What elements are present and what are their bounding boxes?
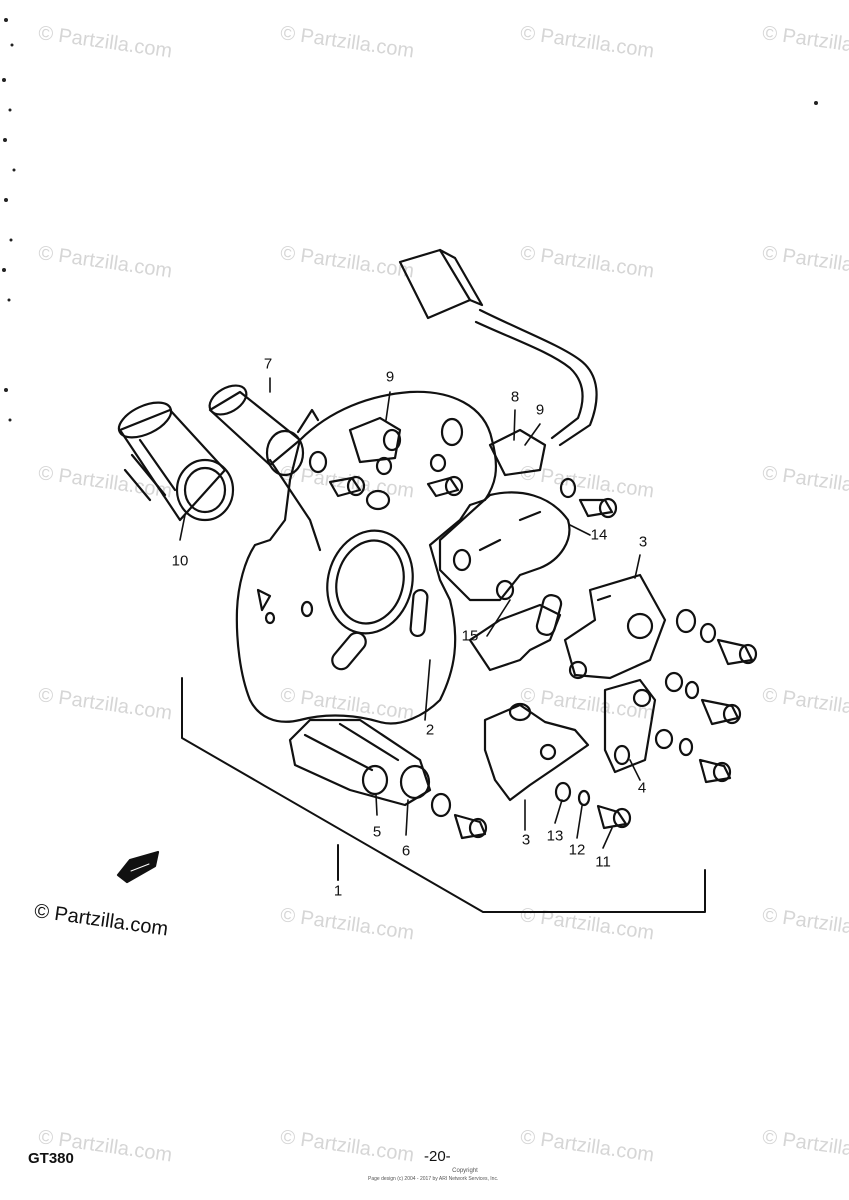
callout-3: 3 bbox=[638, 533, 648, 551]
callout-1: 1 bbox=[333, 882, 343, 900]
screws-right bbox=[554, 608, 758, 830]
stator-base-plate bbox=[235, 390, 498, 725]
contact-breaker-lower bbox=[483, 702, 590, 802]
copyright-line: Copyright bbox=[452, 1168, 478, 1174]
wire-clamp bbox=[348, 416, 547, 477]
contact-point bbox=[603, 678, 657, 774]
bushing-cylinder bbox=[117, 401, 235, 522]
callout-7: 7 bbox=[263, 355, 273, 373]
condenser bbox=[208, 384, 322, 552]
callout-13: 13 bbox=[546, 827, 564, 845]
page-number: -20- bbox=[424, 1148, 451, 1165]
front-arrow-icon bbox=[116, 850, 160, 884]
lower-cylinder-body bbox=[288, 718, 488, 840]
credit-line: Page design (c) 2004 - 2017 by ARI Netwo… bbox=[368, 1176, 499, 1182]
leader-lines bbox=[179, 377, 641, 849]
model-code: GT380 bbox=[28, 1150, 74, 1167]
callout-15: 15 bbox=[461, 627, 479, 645]
scan-specks bbox=[2, 18, 818, 422]
callout-2: 2 bbox=[425, 721, 435, 739]
callout-4: 4 bbox=[637, 779, 647, 797]
contact-breaker-upper bbox=[563, 573, 667, 680]
callout-8: 8 bbox=[510, 388, 520, 406]
wire-harness-connector bbox=[398, 248, 598, 447]
callout-6: 6 bbox=[401, 842, 411, 860]
callout-3: 3 bbox=[521, 831, 531, 849]
callout-9: 9 bbox=[385, 368, 395, 386]
callout-10: 10 bbox=[171, 552, 189, 570]
cam-plate bbox=[468, 594, 563, 672]
callout-12: 12 bbox=[568, 841, 586, 859]
callout-14: 14 bbox=[590, 526, 608, 544]
breaker-base-plate bbox=[438, 491, 571, 602]
callout-9: 9 bbox=[535, 401, 545, 419]
screws-left bbox=[308, 450, 618, 519]
callout-5: 5 bbox=[372, 823, 382, 841]
assembly-bracket bbox=[181, 677, 706, 913]
callout-11: 11 bbox=[595, 853, 611, 871]
